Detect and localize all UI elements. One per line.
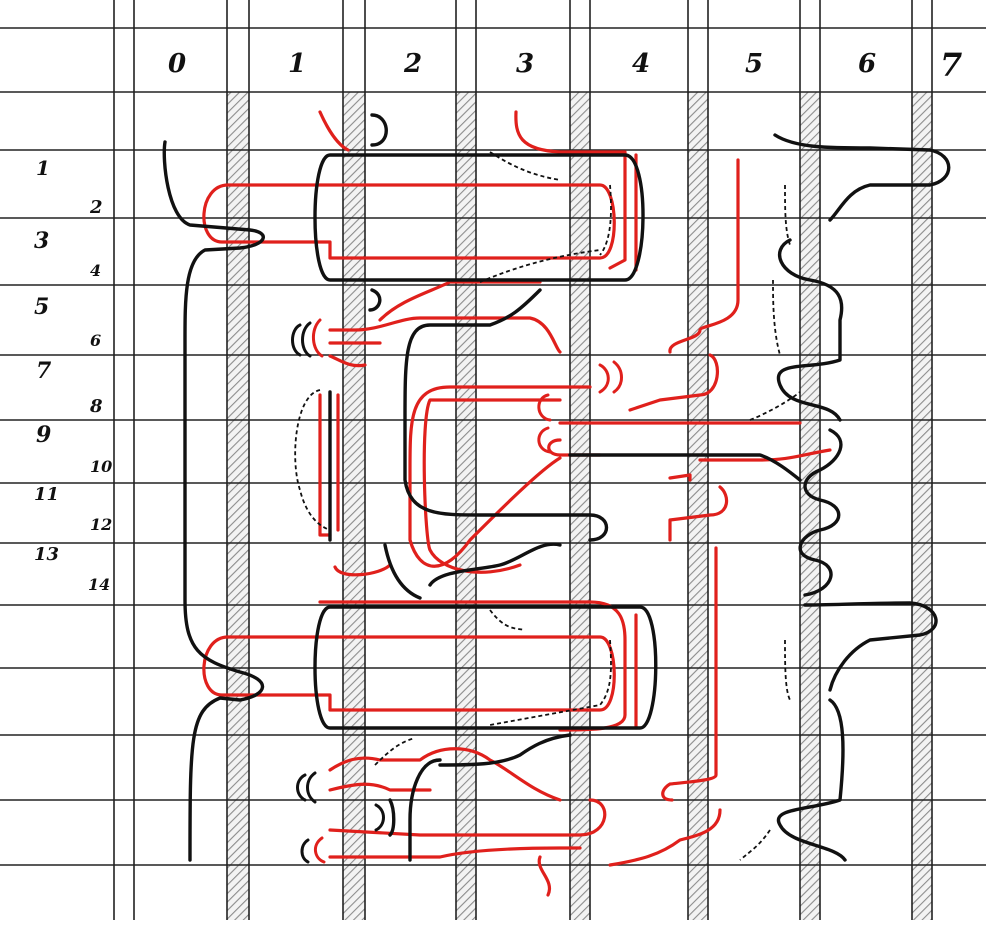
post-4 bbox=[570, 92, 590, 920]
loop-mark-5 bbox=[614, 362, 622, 392]
row-label-1: 1 bbox=[36, 156, 50, 180]
row-label-8: 8 bbox=[89, 396, 103, 417]
column-label-0: 0 bbox=[168, 49, 186, 79]
row-label-7: 7 bbox=[36, 358, 52, 384]
post-1 bbox=[227, 92, 249, 920]
row-label-2: 2 bbox=[89, 197, 103, 218]
loop-mark-9 bbox=[308, 773, 316, 802]
loop-mark-12 bbox=[376, 805, 384, 830]
row-label-10: 10 bbox=[90, 457, 112, 476]
column-label-3: 3 bbox=[516, 49, 534, 79]
red-thread-bottom-4 bbox=[330, 848, 580, 857]
red-thread-lower-loop bbox=[204, 637, 614, 710]
dashed-thread-6 bbox=[785, 185, 790, 245]
loop-mark-1 bbox=[293, 325, 301, 355]
row-label-5: 5 bbox=[34, 294, 49, 320]
column-label-5: 5 bbox=[745, 49, 763, 79]
loop-mark-4 bbox=[600, 365, 608, 392]
dashed-thread-7 bbox=[773, 280, 780, 355]
dashed-thread-8 bbox=[490, 610, 525, 630]
red-thread-right-3 bbox=[670, 475, 690, 480]
black-thread-short-1 bbox=[390, 800, 394, 835]
column-label-6: 6 bbox=[858, 49, 876, 79]
row-label-6: 6 bbox=[90, 331, 101, 350]
loop-mark-2 bbox=[303, 323, 311, 356]
post-3 bbox=[456, 92, 476, 920]
row-label-4: 4 bbox=[90, 261, 101, 280]
row-label-3: 3 bbox=[34, 228, 49, 254]
dashed-thread-9 bbox=[490, 640, 611, 725]
post-5 bbox=[688, 92, 708, 920]
red-thread-upper-loop bbox=[204, 185, 614, 258]
hatched-posts bbox=[227, 92, 932, 920]
column-label-4: 4 bbox=[632, 49, 650, 79]
red-threads bbox=[204, 112, 830, 895]
row-label-11: 11 bbox=[34, 484, 59, 505]
dashed-thread-4 bbox=[295, 390, 330, 530]
row-label-12: 12 bbox=[90, 515, 112, 534]
post-6 bbox=[800, 92, 820, 920]
post-2 bbox=[343, 92, 365, 920]
post-7 bbox=[912, 92, 932, 920]
row-label-13: 13 bbox=[34, 544, 59, 565]
dashed-thread-10 bbox=[785, 640, 790, 700]
row-label-14: 14 bbox=[88, 575, 110, 594]
column-labels: 0 1 2 3 4 5 6 7 bbox=[168, 46, 962, 84]
loop-mark-8 bbox=[298, 775, 306, 800]
black-thread-upper-knot bbox=[372, 115, 386, 145]
loop-mark-10 bbox=[302, 840, 308, 862]
row-label-9: 9 bbox=[36, 422, 51, 448]
red-thread-big-arch bbox=[410, 387, 590, 566]
column-label-2: 2 bbox=[403, 49, 422, 79]
dashed-thread-5 bbox=[750, 392, 800, 420]
column-label-7: 7 bbox=[940, 46, 962, 84]
black-thread-bottom-loop bbox=[430, 544, 560, 585]
loop-mark-11 bbox=[315, 838, 324, 862]
column-label-1: 1 bbox=[288, 49, 306, 79]
dashed-thread-11 bbox=[740, 830, 770, 860]
black-thread-mid-knot bbox=[370, 290, 380, 310]
row-labels: 1 2 3 4 5 6 7 8 9 10 11 12 13 14 bbox=[34, 156, 112, 594]
black-thread-bottom-frame bbox=[410, 760, 440, 860]
loop-mark-3 bbox=[313, 320, 322, 356]
black-threads bbox=[164, 115, 948, 860]
red-thread-bottom-5 bbox=[539, 857, 549, 895]
